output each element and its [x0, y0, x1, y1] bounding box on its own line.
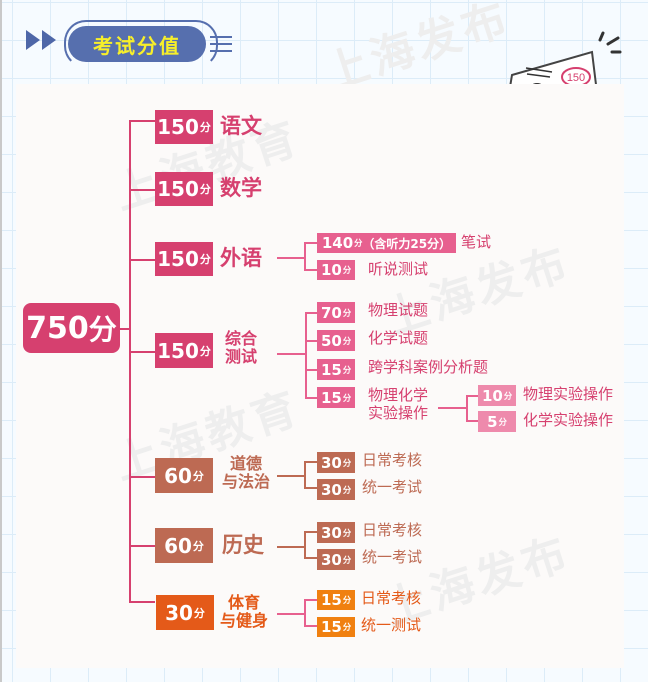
morality-law-label: 道德与法治: [222, 454, 271, 492]
branch-line: [129, 476, 155, 478]
branch-line: [277, 475, 304, 477]
branch-line: [304, 531, 306, 559]
physics-lab-label: 物理实验操作: [523, 385, 614, 403]
foreign-language-label: 外语: [220, 246, 262, 270]
branch-line: [304, 269, 318, 271]
page-title: 考试分值: [68, 26, 206, 62]
svg-text:150: 150: [567, 72, 585, 84]
listening-speaking-label: 听说测试: [368, 260, 429, 278]
branch-line: [305, 369, 317, 371]
branch-line: [304, 461, 318, 463]
lab-operation-label: 物理化学实验操作: [368, 386, 429, 422]
math-label: 数学: [220, 176, 262, 200]
history-label: 历史: [222, 533, 264, 557]
double-arrow-icon: [26, 30, 56, 50]
morality-daily-label: 日常考核: [362, 451, 423, 469]
branch-line: [277, 257, 304, 259]
branch-line: [438, 407, 466, 409]
chemistry-lab-label: 化学实验操作: [523, 411, 614, 429]
branch-line: [277, 613, 304, 615]
speed-lines-icon: [210, 36, 232, 57]
total-score-unit: 分: [88, 313, 117, 346]
branch-line: [304, 625, 318, 627]
branch-line: [304, 599, 318, 601]
branch-line: [277, 353, 305, 355]
comprehensive-test-label: 综合测试: [225, 329, 258, 367]
tree-trunk-line: [129, 120, 131, 602]
interdisciplinary-label: 跨学科案例分析题: [368, 358, 489, 376]
branch-line: [129, 189, 155, 191]
branch-line: [305, 312, 307, 398]
branch-line: [305, 340, 317, 342]
branch-line: [466, 420, 478, 422]
total-score-value: 750: [26, 310, 89, 346]
chinese-label: 语文: [220, 114, 262, 138]
chemistry-label: 化学试题: [368, 329, 429, 347]
branch-line: [304, 531, 318, 533]
physics-label: 物理试题: [368, 301, 429, 319]
branch-line: [304, 487, 318, 489]
branch-line: [305, 397, 317, 399]
branch-line: [304, 242, 306, 270]
branch-line: [129, 259, 155, 261]
pe-test-label: 统一测试: [361, 616, 422, 634]
pe-daily-label: 日常考核: [361, 589, 422, 607]
branch-line: [304, 599, 306, 627]
left-border: [0, 0, 2, 682]
branch-line: [466, 395, 468, 422]
history-daily-label: 日常考核: [362, 521, 423, 539]
branch-line: [305, 312, 317, 314]
branch-line: [277, 546, 304, 548]
branch-line: [129, 120, 155, 122]
branch-line: [129, 351, 155, 353]
history-exam-label: 统一考试: [362, 548, 423, 566]
written-test-label: 笔试: [461, 233, 492, 251]
branch-line: [304, 461, 306, 489]
branch-line: [129, 601, 155, 603]
pe-label: 体育与健身: [220, 593, 269, 631]
branch-line: [304, 557, 318, 559]
root-connector: [120, 328, 130, 330]
morality-exam-label: 统一考试: [362, 478, 423, 496]
branch-line: [129, 545, 155, 547]
branch-line: [304, 242, 318, 244]
branch-line: [466, 395, 478, 397]
